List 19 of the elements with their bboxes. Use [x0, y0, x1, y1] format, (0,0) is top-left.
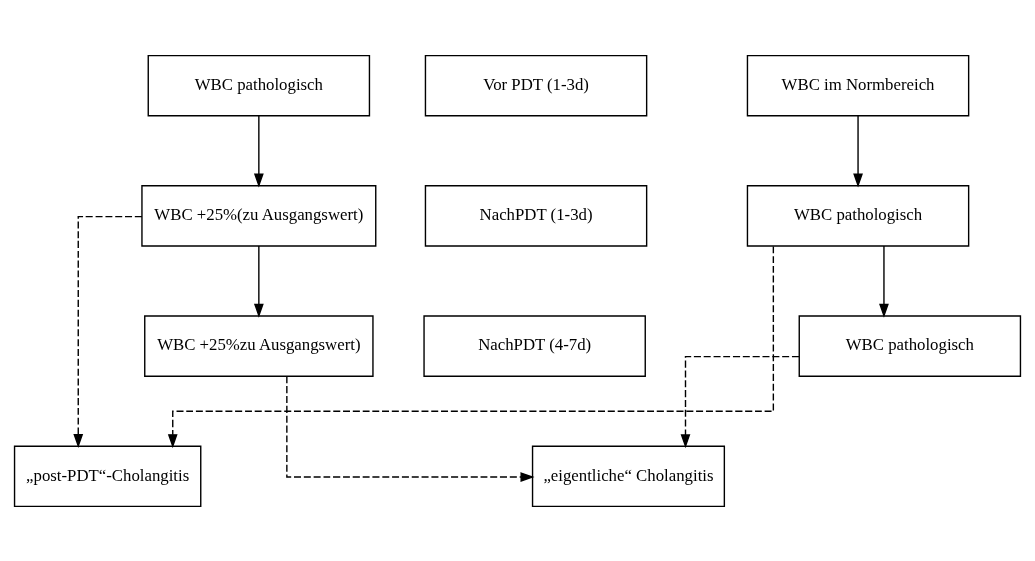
arrow: [253, 114, 264, 188]
arrow: [73, 215, 143, 448]
arrow: [879, 244, 889, 318]
node-box: „eigentliche“ Cholangitis: [531, 445, 726, 507]
node-box: WBC pathologisch: [746, 184, 970, 247]
node-box: NachPDT (4-7d): [423, 314, 646, 377]
arrow: [853, 114, 863, 188]
arrow: [167, 245, 775, 448]
arrow: [253, 244, 264, 318]
arrow: [286, 375, 535, 482]
node-box: „post-PDT“-Cholangitis: [13, 445, 202, 507]
node-box: WBC +25%zu Ausgangswert): [144, 314, 374, 377]
node-box: WBC im Normbereich: [746, 54, 970, 116]
node-box: WBC +25%(zu Ausgangswert): [141, 184, 377, 247]
node-box: NachPDT (1-3d): [424, 184, 648, 247]
arrow: [680, 355, 800, 448]
node-box: WBC pathologisch: [798, 314, 1022, 377]
node-box: WBC pathologisch: [147, 54, 371, 116]
node-box: Vor PDT (1-3d): [424, 54, 648, 116]
